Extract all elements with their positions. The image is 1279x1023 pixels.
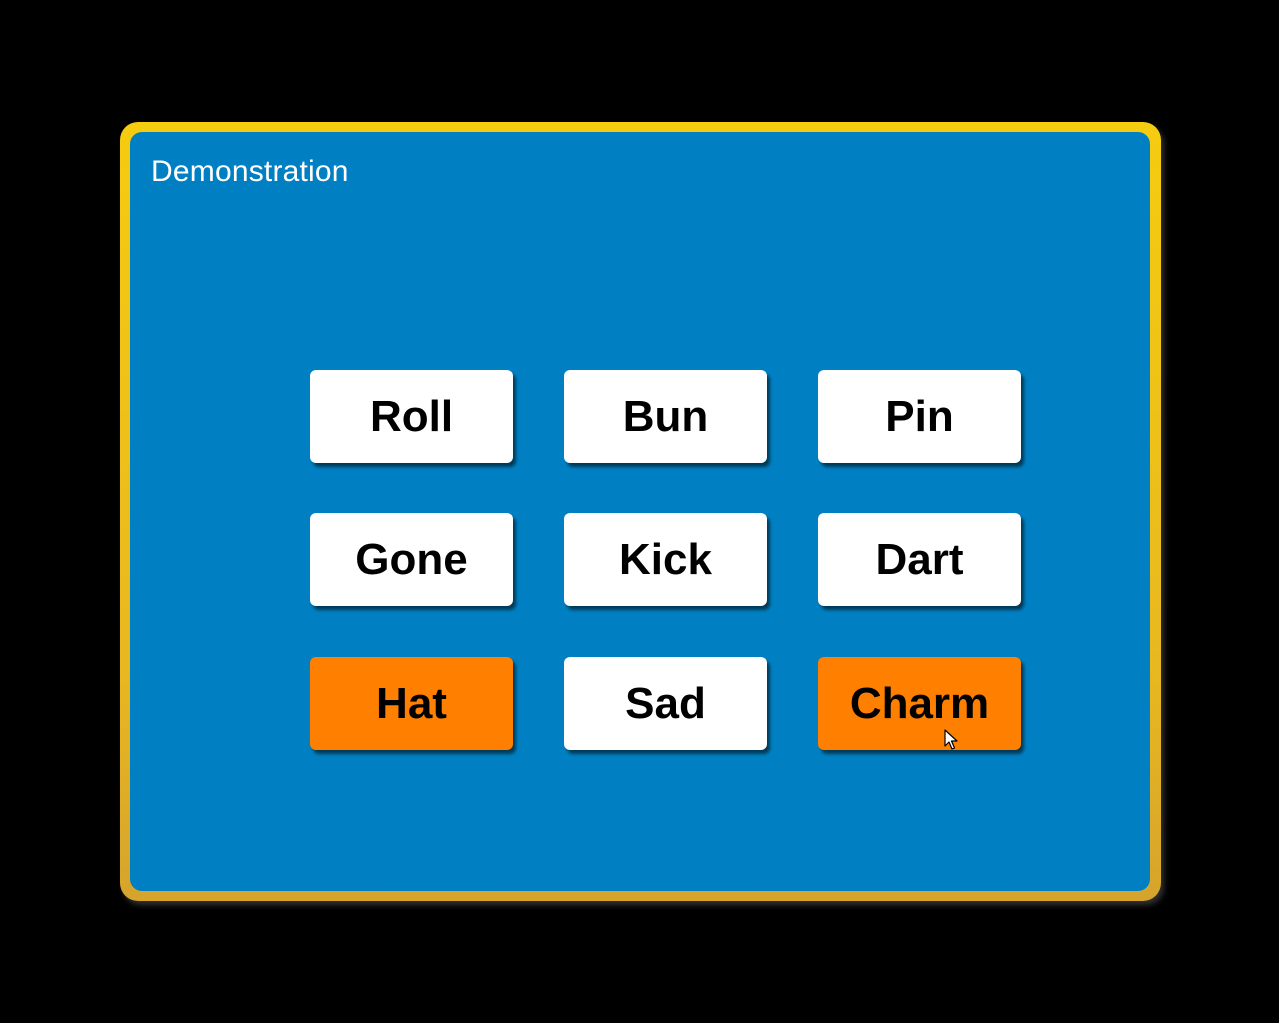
word-tile-gone[interactable]: Gone xyxy=(310,513,513,606)
word-tile-hat[interactable]: Hat xyxy=(310,657,513,750)
word-tile-sad[interactable]: Sad xyxy=(564,657,767,750)
panel-content xyxy=(130,132,1150,891)
word-tile-bun[interactable]: Bun xyxy=(564,370,767,463)
panel-title: Demonstration xyxy=(151,155,349,188)
demonstration-panel xyxy=(120,122,1161,901)
word-tile-roll[interactable]: Roll xyxy=(310,370,513,463)
word-tile-charm[interactable]: Charm xyxy=(818,657,1021,750)
word-tile-kick[interactable]: Kick xyxy=(564,513,767,606)
word-tile-pin[interactable]: Pin xyxy=(818,370,1021,463)
word-tile-dart[interactable]: Dart xyxy=(818,513,1021,606)
